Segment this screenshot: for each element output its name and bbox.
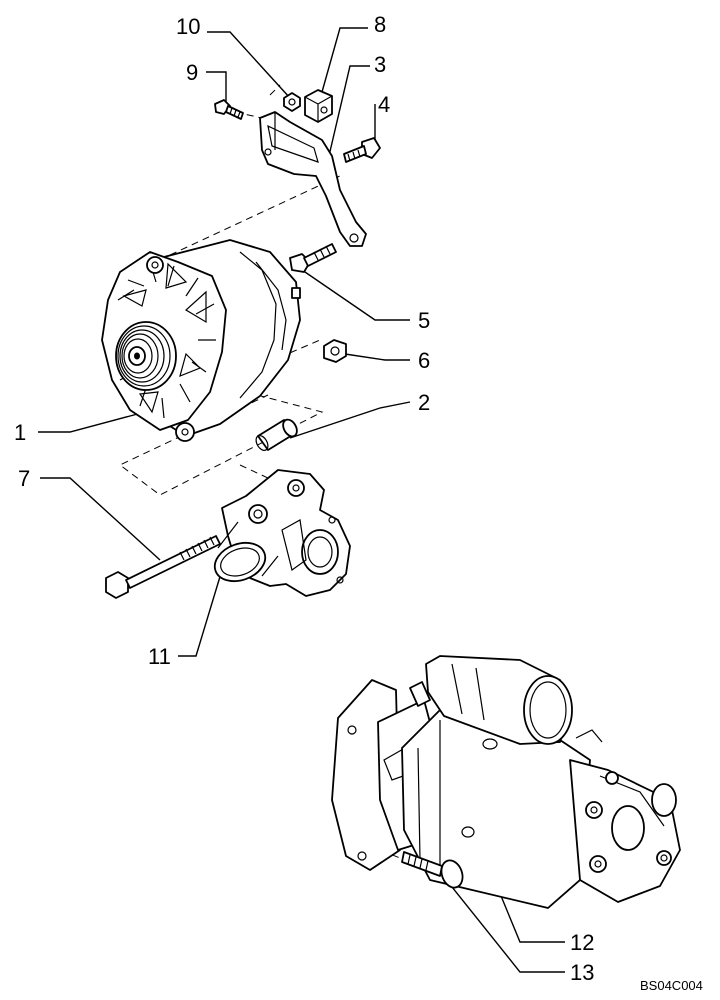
small-bolt-part [214,99,244,120]
small-hex-nut-part [283,92,301,112]
bushing-part [255,418,298,451]
callout-8: 8 [374,12,386,37]
callout-7: 7 [18,466,30,491]
callout-labels: 1 2 3 4 5 6 7 8 9 10 11 12 13 [14,12,594,985]
leader-10 [207,31,291,99]
callout-6: 6 [418,348,430,373]
callout-12: 12 [570,930,594,955]
leader-7 [40,477,161,561]
leader-13 [439,871,565,973]
starter-bolt-part [401,851,464,889]
alternator-bracket-part [259,111,367,247]
leader-9 [206,71,227,104]
leader-11 [178,569,223,657]
drawing-code: BS04C004 [640,978,703,993]
callout-4: 4 [378,92,390,117]
callout-1: 1 [14,420,26,445]
callout-9: 9 [186,60,198,85]
adjusting-bolt-part [289,243,337,273]
leader-lines [38,27,565,973]
alternator-part [101,239,301,442]
mounting-bracket-part [213,469,351,597]
callout-13: 13 [570,960,594,985]
leader-3 [327,65,370,161]
callout-3: 3 [374,52,386,77]
hex-nut-part [323,339,347,363]
leader-2 [289,401,411,439]
callout-11: 11 [148,644,171,669]
callout-5: 5 [418,308,430,333]
bracket-bolt-part [343,137,381,163]
leader-1 [38,411,146,433]
leader-8 [321,27,368,93]
starter-motor-part [331,655,681,909]
square-nut-part [304,89,333,123]
callout-2: 2 [418,390,430,415]
leader-6 [344,353,410,361]
callout-10: 10 [176,14,200,39]
leader-5 [304,271,410,321]
long-bolt-part [105,535,221,599]
